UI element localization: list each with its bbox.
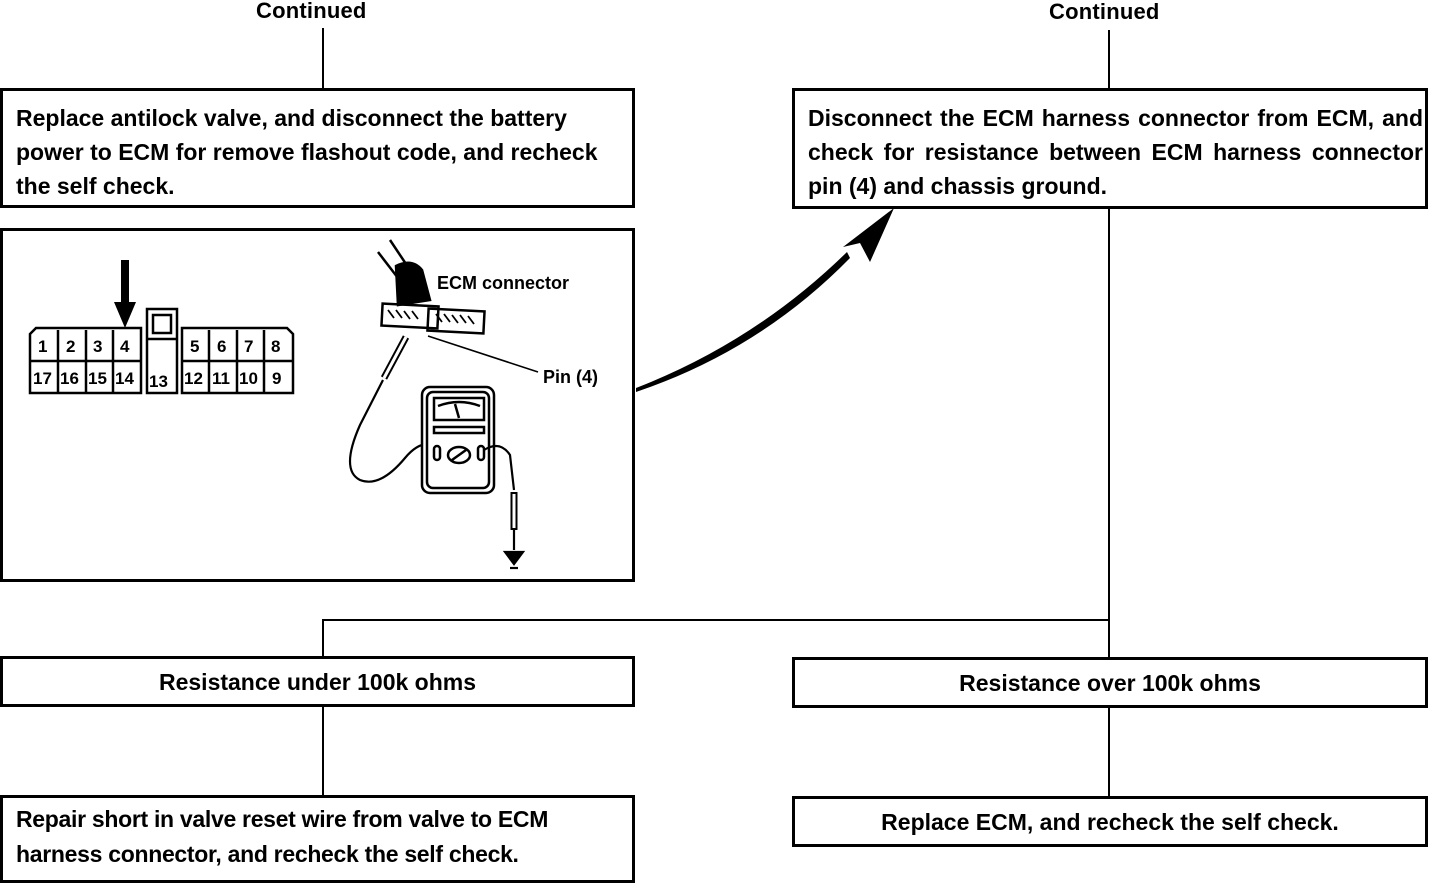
pin-4-label: Pin (4) [543, 367, 598, 387]
pin-label-13: 13 [149, 372, 168, 391]
condition-text-under-100k: Resistance under 100k ohms [158, 668, 477, 695]
condition-text-over-100k: Resistance over 100k ohms [959, 669, 1261, 696]
condition-box-over-100k: Resistance over 100k ohms [792, 657, 1428, 708]
connector-line-junction [322, 619, 1110, 621]
pin-label-10: 10 [239, 369, 258, 388]
pin-label-15: 15 [88, 369, 107, 388]
continued-label-right: Continued [1049, 0, 1160, 24]
curved-arrow-icon [636, 208, 894, 392]
step-box-disconnect-ecm: Disconnect the ECM harness connector fro… [792, 88, 1428, 209]
pin-label-11: 11 [212, 369, 230, 388]
condition-box-under-100k: Resistance under 100k ohms [0, 656, 635, 707]
connector-line-right-top [1108, 30, 1110, 90]
pin-label-14: 14 [115, 369, 134, 388]
pin-label-9: 9 [272, 369, 281, 388]
pin-label-8: 8 [271, 337, 280, 356]
ecm-connector-label: ECM connector [437, 273, 569, 293]
continued-label-left: Continued [256, 0, 367, 23]
connector-line-to-under [322, 619, 324, 658]
connector-line-left-top [322, 28, 324, 90]
pin-label-16: 16 [60, 369, 79, 388]
probe-lead-black [483, 444, 518, 550]
connector-line-right-main [1108, 208, 1110, 658]
pin-label-4: 4 [120, 337, 130, 356]
down-arrow-icon [114, 260, 136, 328]
action-box-repair-short: Repair short in valve reset wire from va… [0, 795, 635, 883]
step-text-disconnect-ecm: Disconnect the ECM harness connector fro… [808, 105, 1423, 199]
pin-label-17: 17 [33, 369, 52, 388]
pin-label-12: 12 [184, 369, 203, 388]
multimeter-icon [420, 385, 496, 495]
action-text-repair-short: Repair short in valve reset wire from va… [16, 806, 549, 867]
action-text-replace-ecm: Replace ECM, and recheck the self check. [881, 808, 1339, 835]
connector-line-under-to-action [322, 706, 324, 796]
pin-connector-diagram [28, 307, 295, 395]
pin-label-7: 7 [244, 337, 253, 356]
probe-lead-red [349, 335, 436, 483]
action-box-replace-ecm: Replace ECM, and recheck the self check. [792, 796, 1428, 847]
pin-label-5: 5 [190, 337, 199, 356]
figure-panel [0, 228, 635, 582]
ground-icon [502, 550, 526, 570]
step-box-replace-antilock-valve: Replace antilock valve, and disconnect t… [0, 88, 635, 208]
pin-label-3: 3 [93, 337, 102, 356]
pin-label-6: 6 [217, 337, 226, 356]
connector-line-over-to-action [1108, 707, 1110, 797]
pin-leader-line [427, 335, 539, 373]
ecm-connector-icon [377, 239, 486, 335]
pin-label-2: 2 [66, 337, 75, 356]
step-text-replace-antilock-valve: Replace antilock valve, and disconnect t… [16, 105, 598, 199]
pin-label-1: 1 [38, 337, 47, 356]
